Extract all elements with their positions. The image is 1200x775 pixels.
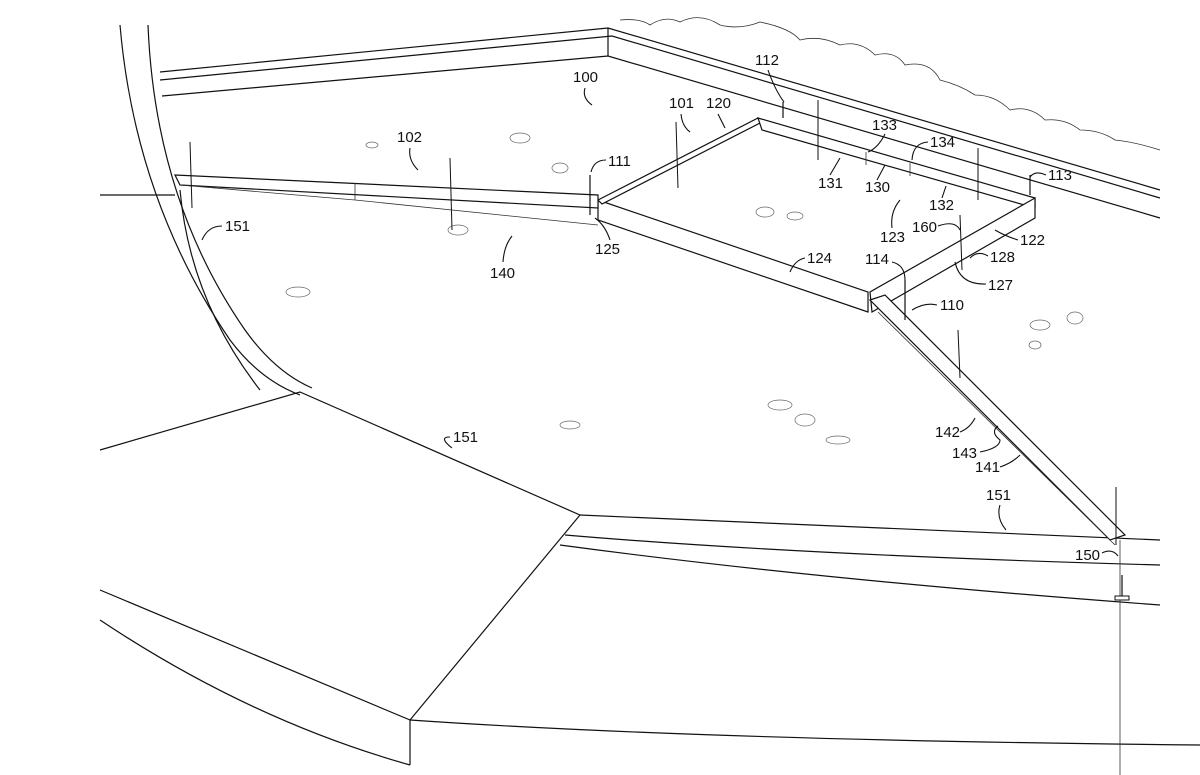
label-101: 101 <box>669 95 694 112</box>
label-141: 141 <box>975 459 1000 476</box>
form-arm-141 <box>868 294 1127 546</box>
label-160: 160 <box>912 219 937 236</box>
label-130: 130 <box>865 179 890 196</box>
label-140: 140 <box>490 265 515 282</box>
label-110: 110 <box>940 297 964 314</box>
ground-texture <box>285 132 1084 445</box>
label-127: 127 <box>988 277 1013 294</box>
form-arm-102 <box>174 174 599 226</box>
label-122: 122 <box>1020 232 1045 249</box>
label-112: 112 <box>755 52 779 69</box>
label-100: 100 <box>573 69 598 86</box>
label-132: 132 <box>929 197 954 214</box>
label-151-left: 151 <box>225 218 250 235</box>
label-111: 111 <box>608 153 631 170</box>
label-133: 133 <box>872 117 897 134</box>
label-134: 134 <box>930 134 955 151</box>
label-114: 114 <box>865 251 889 268</box>
stakes <box>189 100 1130 601</box>
label-123: 123 <box>880 229 905 246</box>
label-102: 102 <box>397 129 422 146</box>
form-frame-120 <box>596 117 1036 313</box>
back-wall <box>159 17 1161 219</box>
left-curb <box>100 24 313 396</box>
label-120: 120 <box>706 95 731 112</box>
label-151-middle: 151 <box>453 429 478 446</box>
label-128: 128 <box>990 249 1015 266</box>
label-142: 142 <box>935 424 960 441</box>
label-124: 124 <box>807 250 832 267</box>
label-125: 125 <box>595 241 620 258</box>
label-131: 131 <box>818 175 843 192</box>
label-143: 143 <box>952 445 977 462</box>
label-150: 150 <box>1075 547 1100 564</box>
label-151-right: 151 <box>986 487 1011 504</box>
reference-labels: 100 101 120 112 102 111 133 134 131 130 … <box>201 52 1119 564</box>
foreground-slab <box>99 391 1200 775</box>
label-113: 113 <box>1048 167 1072 184</box>
